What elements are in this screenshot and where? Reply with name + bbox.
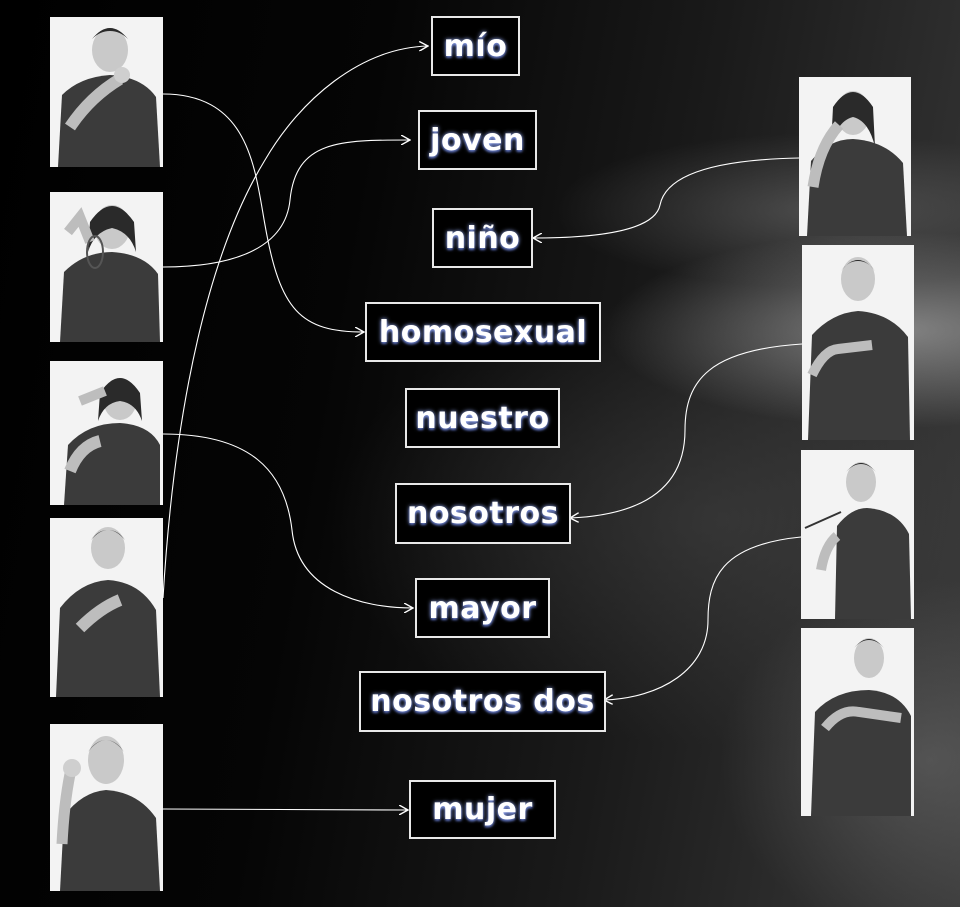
person-signing-icon — [50, 518, 163, 697]
person-signing-icon — [50, 17, 163, 167]
person-signing-icon — [50, 724, 163, 891]
word-nino: niño — [432, 208, 533, 268]
person-signing-icon — [801, 450, 914, 619]
sign-photo-left-4 — [50, 518, 163, 697]
connector-nosotros-dos-arrow — [604, 536, 802, 700]
connector-nosotros-arrow — [570, 343, 803, 518]
sign-photo-left-5 — [50, 724, 163, 891]
sign-photo-left-1 — [50, 17, 163, 167]
connector-nino-arrow — [533, 157, 800, 238]
connector-joven-arrow — [162, 140, 410, 268]
connector-mayor-arrow — [162, 433, 413, 608]
sign-photo-right-2 — [802, 245, 914, 440]
sign-photo-right-4 — [801, 628, 914, 816]
person-signing-icon — [50, 192, 163, 342]
word-mio: mío — [431, 16, 520, 76]
word-nuestro: nuestro — [405, 388, 560, 448]
word-joven: joven — [418, 110, 537, 170]
word-mayor: mayor — [415, 578, 550, 638]
sign-photo-right-3 — [801, 450, 914, 619]
connector-mujer-arrow — [162, 809, 408, 810]
sign-photo-left-3 — [50, 361, 163, 505]
person-signing-icon — [50, 361, 163, 505]
person-signing-icon — [801, 628, 914, 816]
word-nosotros-dos: nosotros dos — [359, 671, 606, 732]
word-mujer: mujer — [409, 780, 556, 839]
connector-homosexual-arrow — [162, 93, 364, 332]
word-nosotros: nosotros — [395, 483, 571, 544]
connector-mio-arrow — [162, 46, 428, 599]
person-signing-icon — [799, 77, 911, 236]
sign-photo-left-2 — [50, 192, 163, 342]
person-signing-icon — [802, 245, 914, 440]
word-homosexual: homosexual — [365, 302, 601, 362]
sign-photo-right-1 — [799, 77, 911, 236]
